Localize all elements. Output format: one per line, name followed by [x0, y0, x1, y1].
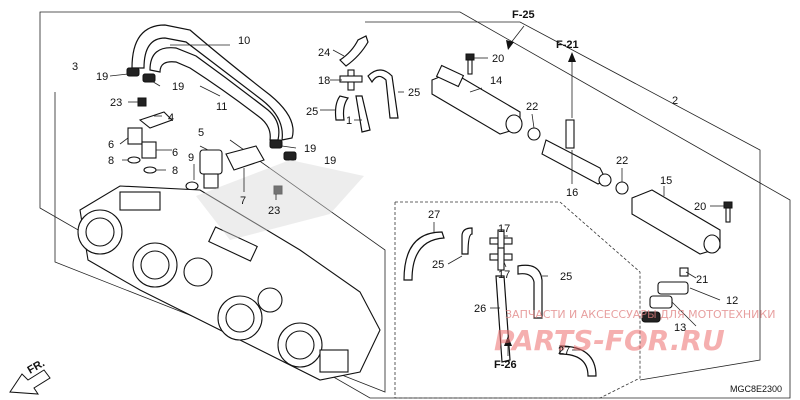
part-label-19: 19 — [172, 81, 184, 93]
part-label-22: 22 — [526, 101, 538, 113]
front-arrow-icon — [9, 369, 51, 395]
hose-10-11 — [131, 24, 294, 141]
throttle-body-assembly — [77, 185, 381, 381]
part-label-13: 13 — [674, 322, 686, 334]
part-label-23: 23 — [268, 205, 280, 217]
o-ring-22 — [615, 181, 629, 195]
hose-27 — [559, 345, 597, 377]
part-label-11: 11 — [216, 101, 227, 113]
part-label-6: 6 — [172, 147, 178, 159]
plate-4 — [138, 111, 173, 129]
section-3-frame — [54, 92, 386, 393]
clip-19 — [269, 139, 283, 149]
clip-19 — [283, 151, 297, 161]
part-label-15: 15 — [660, 175, 672, 187]
hose-25 — [517, 264, 543, 319]
part-label-3: 3 — [72, 61, 78, 73]
part-label-19: 19 — [96, 71, 108, 83]
part-label-12: 12 — [726, 295, 738, 307]
hose-27 — [403, 231, 445, 281]
ref-f25: F-25 — [512, 9, 535, 21]
part-label-23: 23 — [110, 97, 122, 109]
part-label-19: 19 — [304, 143, 316, 155]
f25-arrow — [506, 25, 525, 50]
joint-17 — [489, 229, 513, 271]
part-label-27: 27 — [558, 345, 570, 357]
hose-24 — [339, 35, 369, 67]
o-ring-8 — [127, 156, 141, 164]
bolt-23 — [273, 185, 283, 195]
part-label-18: 18 — [318, 75, 330, 87]
part-label-17: 17 — [498, 223, 510, 235]
part-label-19: 19 — [324, 155, 336, 167]
f26-arrow — [504, 336, 512, 356]
o-ring-9 — [185, 181, 199, 191]
clip-19 — [142, 73, 156, 83]
sensor-5 — [199, 149, 223, 189]
part-label-1: 1 — [346, 115, 352, 127]
leader-lines — [109, 44, 724, 351]
hose-25-upper — [367, 69, 399, 119]
part-label-10: 10 — [238, 35, 250, 47]
part-label-2: 2 — [672, 95, 678, 107]
shaded-area — [196, 160, 364, 240]
bolt-20 — [723, 201, 733, 223]
ref-f21: F-21 — [556, 39, 579, 51]
o-ring-22 — [527, 127, 541, 141]
joint-16 — [541, 119, 612, 187]
hose-subassembly-box — [394, 201, 641, 399]
part-label-4: 4 — [168, 112, 174, 124]
ref-f26: F-26 — [494, 359, 517, 371]
part-label-20: 20 — [694, 201, 706, 213]
part-label-16: 16 — [566, 187, 578, 199]
part-label-26: 26 — [474, 303, 486, 315]
part-label-25: 25 — [432, 259, 444, 271]
part-label-9: 9 — [188, 152, 194, 164]
part-label-7: 7 — [240, 195, 246, 207]
part-label-21: 21 — [696, 274, 708, 286]
joint-6 — [127, 127, 157, 159]
fuel-rail-15 — [631, 189, 721, 255]
clip-19 — [126, 67, 140, 77]
bolt-23 — [137, 97, 147, 107]
part-label-17: 17 — [498, 269, 510, 281]
part-label-22: 22 — [616, 155, 628, 167]
part-label-14: 14 — [490, 75, 502, 87]
hose-25 — [334, 95, 350, 121]
part-label-6: 6 — [108, 139, 114, 151]
o-ring-8 — [143, 166, 157, 174]
part-label-27: 27 — [428, 209, 440, 221]
watermark-caption: ЗАПЧАСТИ И АКСЕССУАРЫ ДЛЯ МОТОТЕХНИКИ — [505, 308, 775, 321]
part-label-8: 8 — [172, 165, 178, 177]
part-label-25: 25 — [306, 106, 318, 118]
hose-25 — [461, 227, 473, 255]
part-label-25: 25 — [408, 87, 420, 99]
joint-18 — [339, 69, 363, 91]
part-label-24: 24 — [318, 47, 330, 59]
diagram-code: MGC8E2300 — [730, 384, 782, 394]
watermark-logo: PARTS-FOR.RU — [494, 324, 725, 357]
part-label-25: 25 — [560, 271, 572, 283]
assembly-frame — [39, 11, 791, 399]
bracket-7 — [225, 145, 265, 171]
bolt-20 — [465, 53, 475, 75]
hose-1 — [355, 95, 371, 133]
part-label-8: 8 — [108, 155, 114, 167]
section-2-frame — [365, 21, 761, 381]
fuel-rail-14 — [431, 64, 523, 135]
f21-arrow — [568, 52, 576, 118]
part-label-5: 5 — [198, 127, 204, 139]
part-label-20: 20 — [492, 53, 504, 65]
